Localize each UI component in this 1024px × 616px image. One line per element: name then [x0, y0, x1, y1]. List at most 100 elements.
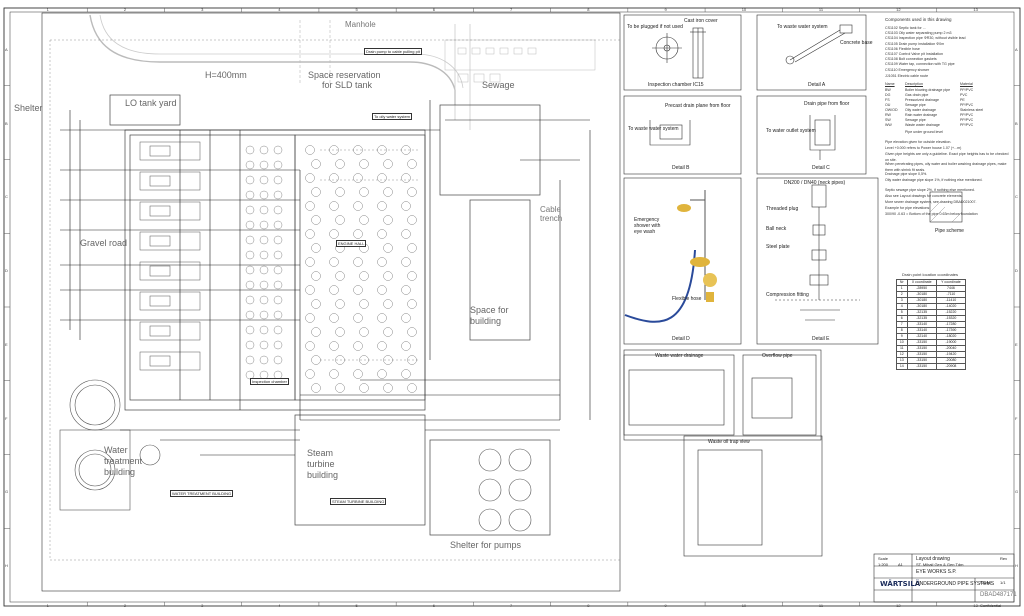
note-item: Drainage pipe slope 0,5%. — [885, 172, 928, 176]
engine-component — [149, 265, 171, 277]
engine-hall-unit — [245, 145, 255, 155]
engine-hall-unit — [245, 280, 255, 290]
engine-hall-unit — [377, 201, 387, 211]
engine-hall-unit — [407, 299, 417, 309]
coord-cell: -33150 — [906, 363, 937, 370]
column-label-bottom: 4 — [278, 603, 281, 608]
engine-hall-unit — [377, 369, 387, 379]
engine-hall-unit — [245, 175, 255, 185]
engine-hall-unit — [311, 215, 321, 225]
engine-hall-unit — [245, 295, 255, 305]
engine-hall-unit — [353, 313, 363, 323]
note-item: Septic sewage pipe slope 2%, if nothing … — [885, 188, 975, 192]
pipe-table-cell: Waste water drainage — [905, 123, 940, 127]
row-label-right: C — [1015, 194, 1018, 200]
engine-hall-unit — [259, 160, 269, 170]
engine-hall-unit — [305, 313, 315, 323]
space-reservation-label: Space reservation — [308, 70, 381, 80]
engine-hall-unit — [259, 190, 269, 200]
pipe-table-cell: Sewage pipe — [905, 118, 926, 122]
pipe-table-cell: Boiler blowing drainage pipe — [905, 88, 951, 92]
engine-hall-unit — [311, 243, 321, 253]
engine-hall-unit — [407, 187, 417, 197]
coord-row: 14-33150-20908 — [896, 363, 967, 370]
pipe-table-cell: WW — [885, 123, 892, 127]
engine-hall-unit — [377, 173, 387, 183]
engine-hall-unit — [401, 229, 411, 239]
project-label: Layout drawing — [916, 556, 950, 562]
row-label-left: A — [5, 46, 8, 52]
engine-hall-unit — [383, 271, 393, 281]
engine-hall-unit — [377, 285, 387, 295]
gravel-road-label: Gravel road — [80, 238, 128, 248]
engine-unit — [139, 291, 201, 311]
engine-hall-unit — [273, 355, 283, 365]
engine-hall-unit — [335, 159, 345, 169]
engine-hall-unit — [273, 235, 283, 245]
engine-hall-unit — [245, 190, 255, 200]
column-label-top: 4 — [278, 7, 281, 12]
engine-hall-unit — [245, 355, 255, 365]
pipe-table-cell: Gas drain pipe — [905, 93, 929, 97]
steam-turbine-label: Steam turbine building — [307, 448, 339, 480]
note-item: Also see Layout drawings for concrete el… — [885, 194, 963, 198]
engine-hall-unit — [259, 325, 269, 335]
pipe-table-cell: PP/PVC — [960, 113, 974, 117]
engine-hall-unit — [407, 271, 417, 281]
drain-pump-tag: Drain pump to cable pulling pit — [364, 48, 422, 55]
sheet-size: A1 — [898, 562, 903, 567]
column-label-bottom: 6 — [432, 603, 435, 608]
component-item: CS1102 Septic tank for ... — [885, 26, 926, 30]
pipe-table-cell: PP/PVC — [960, 118, 974, 122]
pipe-table-cell: BW — [885, 88, 891, 92]
column-label-top: 1 — [46, 7, 49, 12]
engine-hall-unit — [401, 201, 411, 211]
scale-value: 1:200 — [878, 562, 889, 567]
component-item: CS1108 Bolt connection gaskets — [885, 57, 937, 62]
engine-hall-unit — [401, 173, 411, 183]
column-label-top: 12 — [896, 7, 901, 12]
engine-hall-unit — [329, 201, 339, 211]
engine-hall-unit — [245, 340, 255, 350]
engine-hall-unit — [353, 341, 363, 351]
concrete-base-label: Concrete base — [840, 40, 873, 46]
pipe-table-cell: Stainless steel — [960, 108, 984, 112]
engine-hall-unit — [401, 285, 411, 295]
waste-water-drainage-title: Waste water drainage — [655, 353, 704, 359]
engine-hall-unit — [353, 201, 363, 211]
components-heading: Components used in this drawing — [885, 17, 952, 22]
sheet-number: 1/1 — [1000, 580, 1006, 585]
engine-hall-unit — [401, 313, 411, 323]
engine-hall-unit — [305, 257, 315, 267]
engine-unit — [139, 231, 201, 251]
engine-hall-unit — [335, 215, 345, 225]
engine-hall-unit — [383, 383, 393, 393]
scale-label: Scale — [878, 556, 889, 561]
engine-hall-tag: ENGINE HALL — [336, 240, 367, 247]
row-label-left: F — [5, 415, 8, 421]
engine-hall-unit — [383, 327, 393, 337]
engine-hall-unit — [359, 187, 369, 197]
note-item: 300/90 -0.63 = Bottom of the pipe 0.63m … — [885, 212, 978, 216]
subtitle-label: ST. Mihail Gen & Gen Tdm — [916, 562, 964, 567]
sheet-label: Sheet — [980, 580, 991, 585]
confidential-label: Confidential — [980, 603, 1002, 608]
engine-hall-unit — [305, 201, 315, 211]
column-label-top: 13 — [973, 7, 978, 12]
to-be-plugged-label: To be plugged if not used — [627, 24, 683, 30]
lo-tank-yard-label: LO tank yard — [125, 98, 177, 108]
engine-hall-unit — [245, 160, 255, 170]
engine-hall-unit — [259, 205, 269, 215]
pipe-table-cell: PE — [960, 98, 965, 102]
pipe-table-cell: Rain water drainage — [905, 113, 938, 117]
engine-hall-unit — [383, 187, 393, 197]
to-water-system-b-label: To waste water system — [628, 126, 679, 132]
engine-hall-unit — [329, 173, 339, 183]
pipe-table-head: Name — [885, 82, 895, 86]
engine-hall-unit — [259, 295, 269, 305]
drawing-number: DBAD487171 — [980, 592, 1017, 598]
column-label-top: 2 — [123, 7, 127, 12]
engine-hall-unit — [311, 187, 321, 197]
engine-unit — [139, 321, 201, 341]
